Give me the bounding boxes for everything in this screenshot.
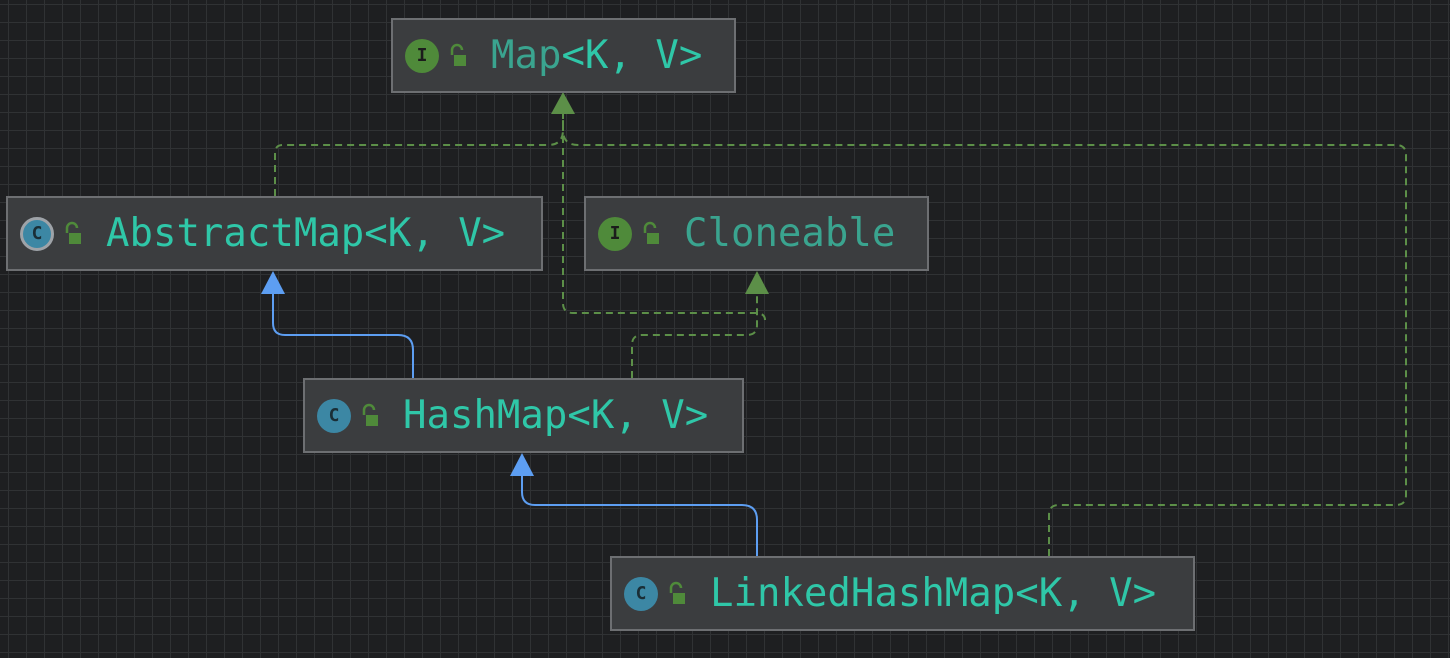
type-name: Cloneable bbox=[684, 211, 896, 256]
arrowhead-cloneable bbox=[745, 271, 769, 294]
node-hashmap[interactable]: C HashMap <K, V> bbox=[303, 378, 744, 453]
type-params: <K, V> bbox=[561, 33, 703, 78]
arrowhead-map bbox=[551, 92, 575, 114]
edge-hashmap-extends-abstractmap bbox=[272, 292, 414, 378]
edge-hashmap-implements-cloneable bbox=[631, 292, 758, 378]
arrowhead-abstractmap bbox=[261, 271, 285, 294]
arrowhead-hashmap bbox=[510, 453, 534, 476]
node-abstractmap[interactable]: C AbstractMap <K, V> bbox=[6, 196, 543, 271]
type-params: <K, V> bbox=[364, 211, 506, 256]
unlocked-icon bbox=[450, 43, 466, 66]
type-name: Map bbox=[491, 33, 562, 78]
node-linkedhashmap[interactable]: C LinkedHashMap <K, V> bbox=[610, 556, 1195, 631]
class-icon: C bbox=[624, 576, 658, 611]
edge-hashmap-implements-map bbox=[562, 112, 766, 321]
unlocked-icon bbox=[643, 221, 659, 244]
unlocked-icon bbox=[362, 403, 378, 426]
interface-icon: I bbox=[405, 38, 439, 73]
edge-linkedhashmap-extends-hashmap bbox=[521, 474, 758, 556]
type-name: LinkedHashMap bbox=[710, 571, 1016, 616]
unlocked-icon bbox=[65, 221, 81, 244]
edge-abstractmap-implements-map bbox=[274, 112, 564, 196]
abstract-class-icon: C bbox=[20, 216, 54, 251]
unlocked-icon bbox=[669, 581, 685, 604]
type-name: AbstractMap bbox=[106, 211, 365, 256]
class-icon: C bbox=[317, 398, 351, 433]
type-params: <K, V> bbox=[567, 393, 709, 438]
type-params: <K, V> bbox=[1015, 571, 1157, 616]
edge-linkedhashmap-implements-map bbox=[562, 129, 1407, 556]
interface-icon: I bbox=[598, 216, 632, 251]
type-name: HashMap bbox=[403, 393, 568, 438]
node-cloneable[interactable]: I Cloneable bbox=[584, 196, 929, 271]
node-map[interactable]: I Map <K, V> bbox=[391, 18, 736, 93]
